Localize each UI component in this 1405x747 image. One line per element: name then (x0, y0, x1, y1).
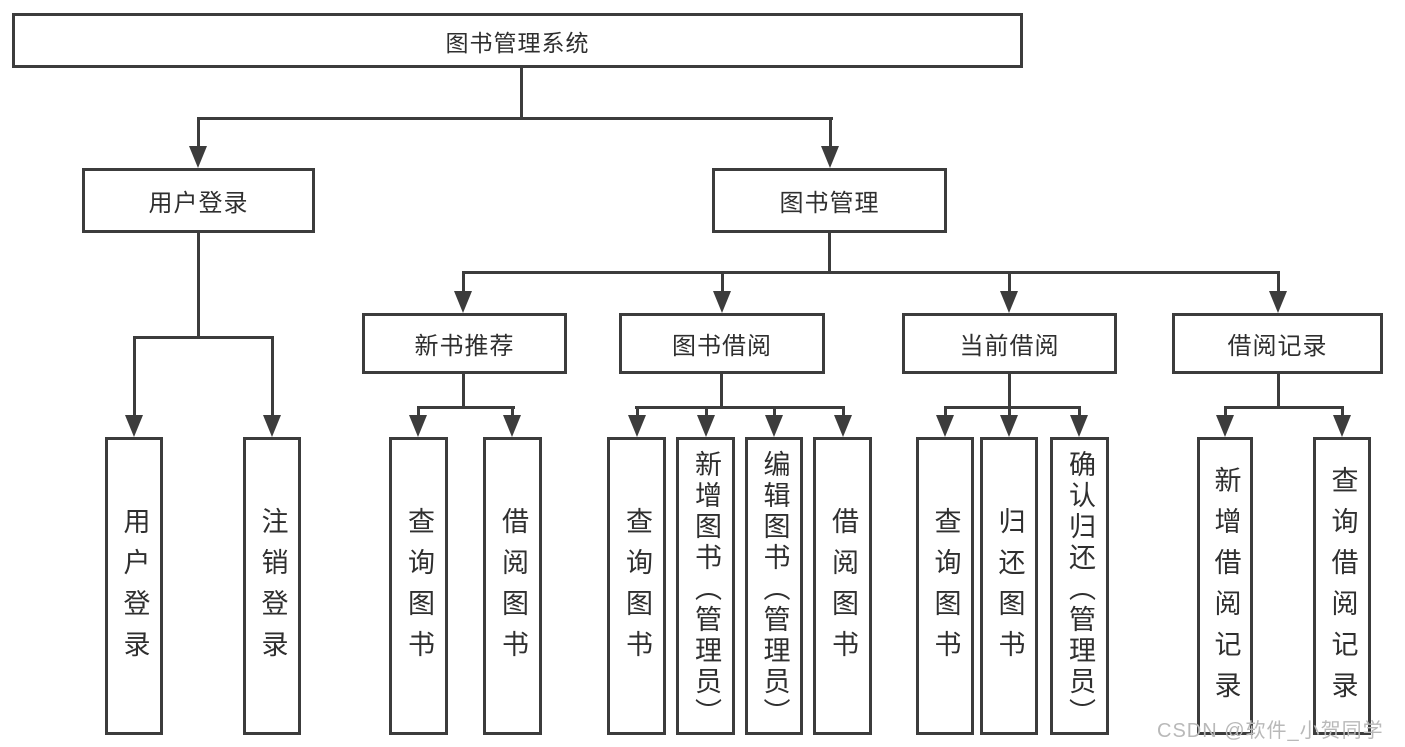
arrowhead-down-icon (1269, 291, 1287, 313)
arrowhead-down-icon (834, 415, 852, 437)
arrowhead-down-icon (454, 291, 472, 313)
connector-line (636, 406, 639, 419)
leaf-query-books-current: 查询图书 (916, 437, 974, 735)
leaf-add-books-admin: 新增图书（管理员） (676, 437, 735, 735)
leaf-query-books-borrow: 查询图书 (607, 437, 666, 735)
connector-line (197, 117, 833, 120)
leaf-query-books-recommend: 查询图书 (389, 437, 448, 735)
node-book-management: 图书管理 (712, 168, 947, 233)
connector-line (1078, 406, 1081, 419)
connector-line (1008, 374, 1011, 406)
arrowhead-down-icon (1000, 415, 1018, 437)
node-library-management-system: 图书管理系统 (12, 13, 1023, 68)
leaf-add-borrow-record: 新增借阅记录 (1197, 437, 1253, 735)
connector-line (271, 336, 274, 419)
connector-line (417, 406, 515, 409)
connector-line (511, 406, 514, 419)
leaf-logout: 注销登录 (243, 437, 301, 735)
connector-line (462, 374, 465, 406)
connector-line (828, 233, 831, 271)
connector-line (1224, 406, 1344, 409)
arrowhead-down-icon (1333, 415, 1351, 437)
node-book-borrowing: 图书借阅 (619, 313, 825, 374)
arrowhead-down-icon (821, 146, 839, 168)
leaf-query-borrow-record: 查询借阅记录 (1313, 437, 1371, 735)
arrowhead-down-icon (628, 415, 646, 437)
node-current-borrowing: 当前借阅 (902, 313, 1117, 374)
node-user-login: 用户登录 (82, 168, 315, 233)
arrowhead-down-icon (1000, 291, 1018, 313)
connector-line (133, 336, 136, 419)
connector-line (705, 406, 708, 419)
leaf-confirm-return-admin: 确认归还（管理员） (1050, 437, 1109, 735)
connector-line (1008, 271, 1011, 295)
node-new-book-recommendation: 新书推荐 (362, 313, 567, 374)
connector-line (1224, 406, 1227, 419)
connector-line (133, 336, 274, 339)
connector-line (1341, 406, 1344, 419)
connector-line (944, 406, 947, 419)
leaf-borrow-books: 借阅图书 (813, 437, 872, 735)
leaf-user-login: 用户登录 (105, 437, 163, 735)
arrowhead-down-icon (189, 146, 207, 168)
connector-line (829, 117, 832, 150)
connector-line (1277, 271, 1280, 295)
connector-line (635, 406, 845, 409)
connector-line (197, 117, 200, 150)
arrowhead-down-icon (1216, 415, 1234, 437)
connector-line (721, 271, 724, 295)
connector-line (462, 271, 1280, 274)
connector-line (1277, 374, 1280, 406)
node-borrowing-records: 借阅记录 (1172, 313, 1383, 374)
connector-line (1008, 406, 1011, 419)
watermark: CSDN @软件_小贺同学 (1157, 720, 1384, 742)
arrowhead-down-icon (125, 415, 143, 437)
arrowhead-down-icon (503, 415, 521, 437)
connector-line (773, 406, 776, 419)
arrowhead-down-icon (263, 415, 281, 437)
leaf-return-books: 归还图书 (980, 437, 1038, 735)
arrowhead-down-icon (409, 415, 427, 437)
connector-line (417, 406, 420, 419)
connector-line (842, 406, 845, 419)
connector-line (197, 233, 200, 336)
arrowhead-down-icon (936, 415, 954, 437)
arrowhead-down-icon (765, 415, 783, 437)
leaf-edit-books-admin: 编辑图书（管理员） (745, 437, 803, 735)
arrowhead-down-icon (697, 415, 715, 437)
connector-line (944, 406, 1081, 409)
connector-line (520, 66, 523, 117)
arrowhead-down-icon (1070, 415, 1088, 437)
arrowhead-down-icon (713, 291, 731, 313)
leaf-borrow-books-recommend: 借阅图书 (483, 437, 542, 735)
connector-line (462, 271, 465, 295)
connector-line (720, 374, 723, 406)
